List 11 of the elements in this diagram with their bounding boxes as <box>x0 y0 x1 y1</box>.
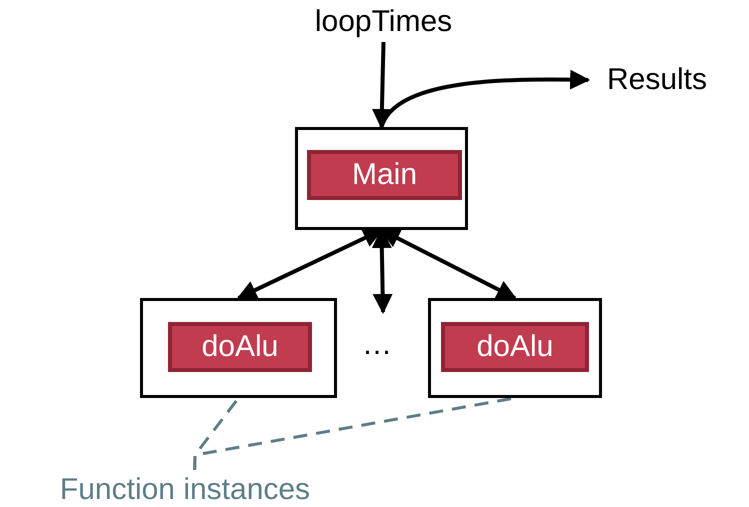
ellipsis-text: … <box>362 328 392 362</box>
function-label: doAlu <box>441 322 589 372</box>
function-box <box>295 127 468 230</box>
function-label: Main <box>307 150 462 200</box>
text-label: Function instances <box>25 470 345 507</box>
function-label: doAlu <box>168 322 312 372</box>
arrow <box>372 42 392 129</box>
function-box <box>428 298 602 398</box>
text-label: loopTimes <box>296 2 471 42</box>
text-label: Results <box>592 58 722 102</box>
function-box <box>140 298 337 398</box>
